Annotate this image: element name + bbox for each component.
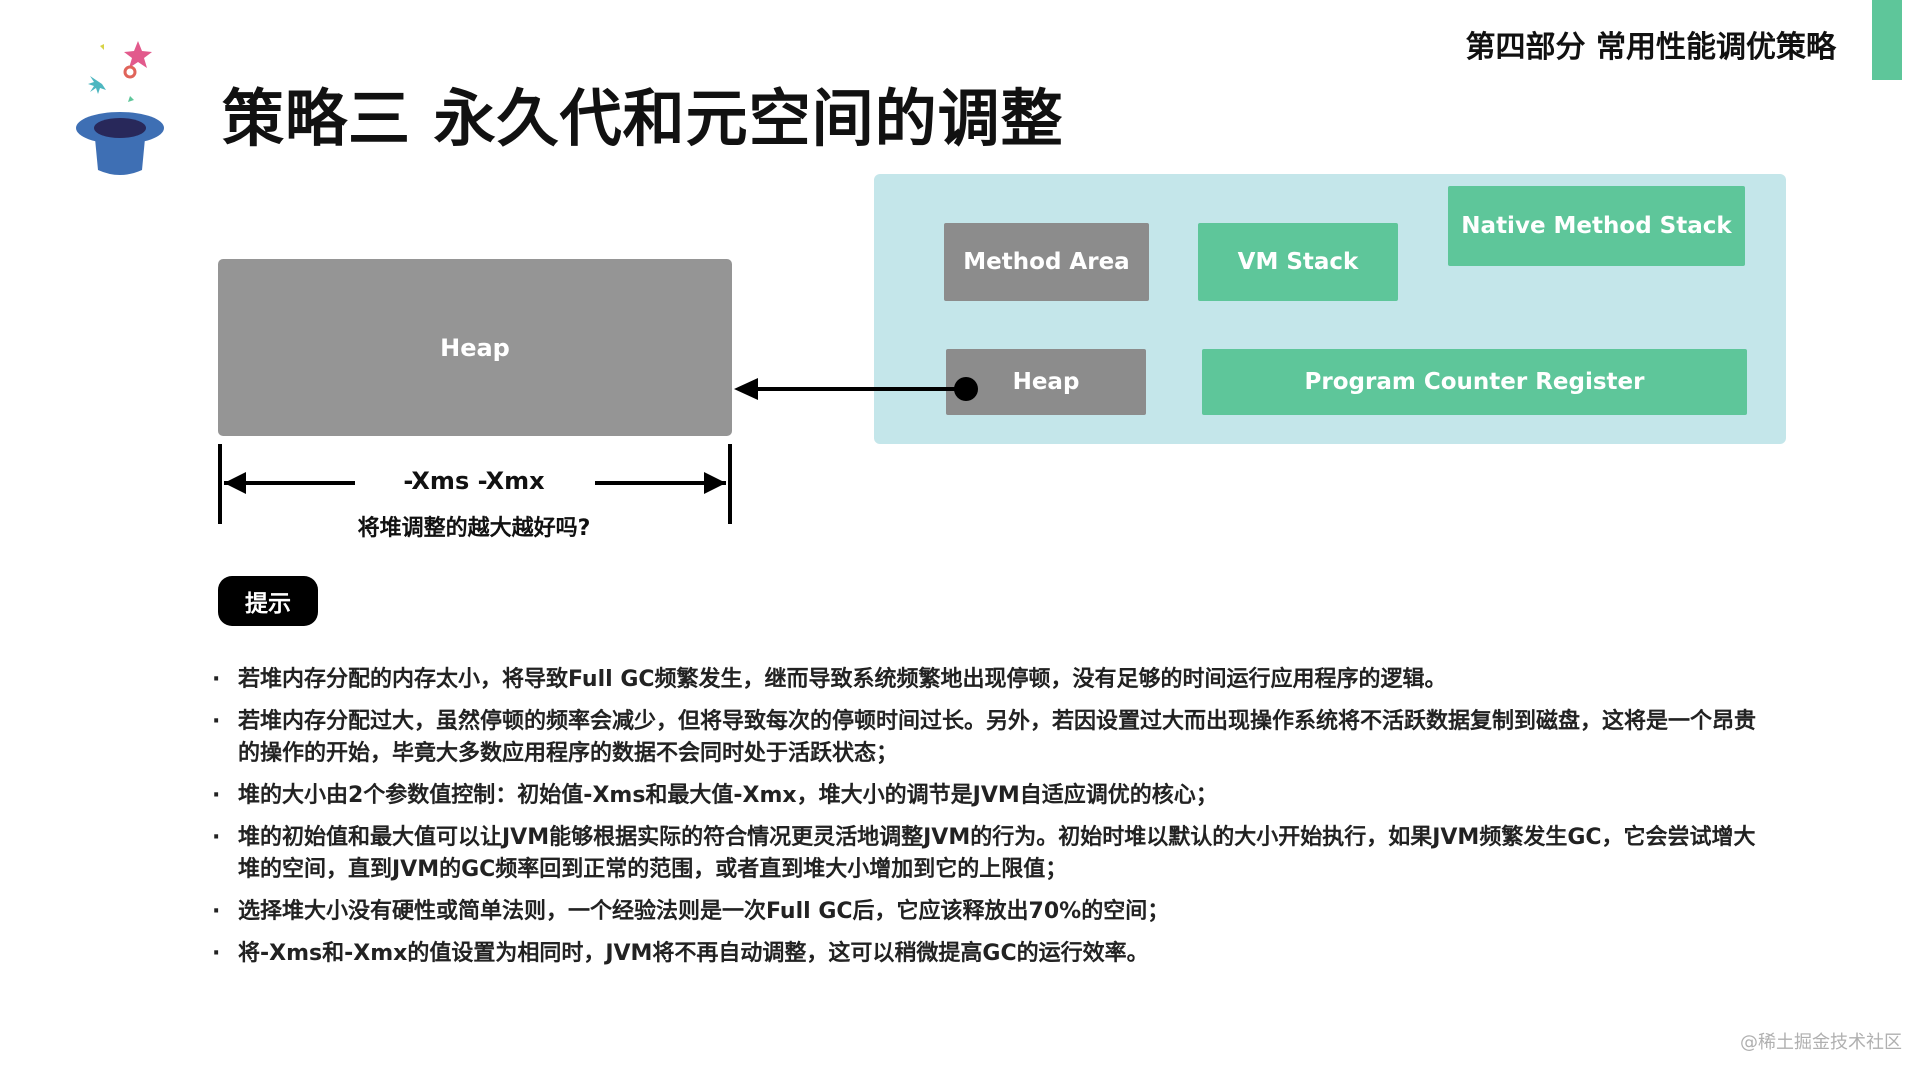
list-item-text: 堆的初始值和最大值可以让JVM能够根据实际的符合情况更灵活地调整JVM的行为。初…: [238, 825, 1756, 882]
list-item-text: 若堆内存分配过大，虽然停顿的频率会减少，但将导致每次的停顿时间过长。另外，若因设…: [238, 709, 1757, 766]
bullet-dot: ·: [212, 899, 221, 924]
bullet-dot: ·: [212, 941, 221, 966]
xms-xmx-label: -Xms -Xmx: [403, 467, 545, 495]
method-area-block: Method Area: [944, 223, 1149, 301]
bullet-dot: ·: [212, 709, 221, 734]
accent-bar: [1872, 0, 1902, 80]
magic-hat-logo: [76, 41, 164, 175]
list-item: · 若堆内存分配的内存太小，将导致Full GC频繁发生，继而导致系统频繁地出现停…: [212, 664, 1772, 696]
list-item: · 堆的初始值和最大值可以让JVM能够根据实际的符合情况更灵活地调整JVM的行为。…: [212, 822, 1772, 886]
bullet-dot: ·: [212, 667, 221, 692]
heap-connector-arrow: [734, 377, 978, 401]
list-item: · 选择堆大小没有硬性或简单法则，一个经验法则是一次Full GC后，它应该释放出…: [212, 896, 1772, 928]
hint-badge: 提示: [218, 576, 318, 626]
page-title: 策略三 永久代和元空间的调整: [222, 82, 1064, 155]
list-item: · 堆的大小由2个参数值控制：初始值-Xms和最大值-Xmx，堆大小的调节是JVM…: [212, 780, 1772, 812]
list-item: · 若堆内存分配过大，虽然停顿的频率会减少，但将导致每次的停顿时间过长。另外，若因…: [212, 706, 1772, 770]
bullet-dot: ·: [212, 783, 221, 808]
program-counter-block: Program Counter Register: [1202, 349, 1747, 415]
range-question: 将堆调整的越大越好吗?: [357, 516, 591, 541]
list-item-text: 将-Xms和-Xmx的值设置为相同时，JVM将不再自动调整，这可以稍微提高GC的…: [238, 941, 1149, 966]
heap-block-small: Heap: [946, 349, 1146, 415]
watermark: @稀土掘金技术社区: [1740, 1032, 1902, 1053]
vm-stack-block: VM Stack: [1198, 223, 1398, 301]
size-range-arrows: [218, 444, 732, 524]
hint-list: · 若堆内存分配的内存太小，将导致Full GC频繁发生，继而导致系统频繁地出现停…: [212, 664, 1772, 980]
native-method-stack-block: Native Method Stack: [1448, 186, 1745, 266]
list-item-text: 选择堆大小没有硬性或简单法则，一个经验法则是一次Full GC后，它应该释放出7…: [238, 899, 1170, 924]
list-item: · 将-Xms和-Xmx的值设置为相同时，JVM将不再自动调整，这可以稍微提高GC…: [212, 938, 1772, 970]
section-label: 第四部分 常用性能调优策略: [1465, 30, 1836, 65]
heap-block-large: Heap: [218, 259, 732, 436]
list-item-text: 堆的大小由2个参数值控制：初始值-Xms和最大值-Xmx，堆大小的调节是JVM自…: [238, 783, 1218, 808]
list-item-text: 若堆内存分配的内存太小，将导致Full GC频繁发生，继而导致系统频繁地出现停顿…: [238, 667, 1447, 692]
bullet-dot: ·: [212, 825, 221, 850]
